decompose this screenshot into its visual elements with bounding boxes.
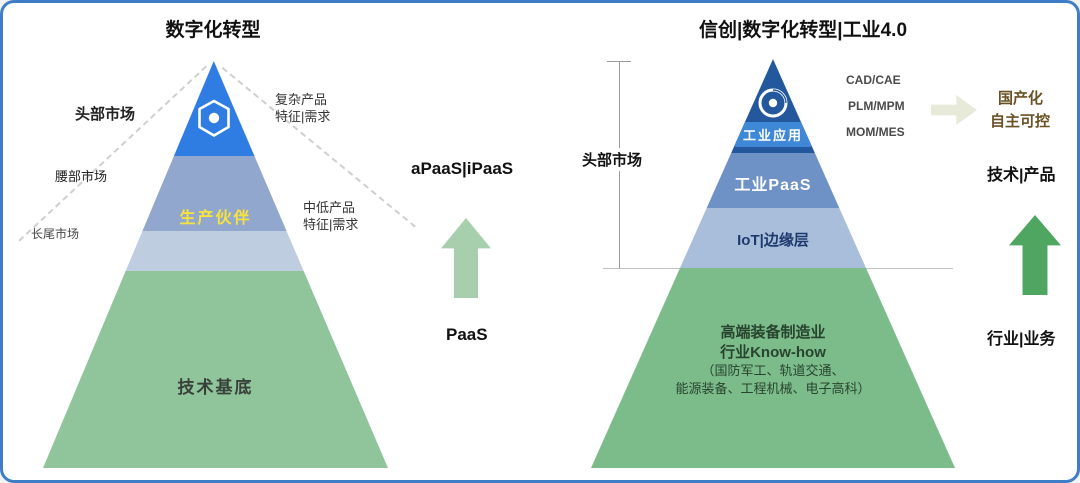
industry-business-label: 行业|业务 (987, 331, 1056, 348)
paas-label: PaaS (446, 325, 488, 344)
complex-product-annotation: 复杂产品 特征|需求 (275, 91, 330, 125)
right-market-head-label: 头部市场 (579, 148, 646, 171)
iot-edge-label: IoT|边缘层 (737, 232, 809, 249)
left-market-longtail-label: 长尾市场 (31, 227, 80, 241)
cad-cae-label: CAD/CAE (846, 73, 901, 87)
midlow-product-line1: 中低产品 (303, 200, 356, 215)
midlow-product-line2: 特征|需求 (303, 217, 359, 232)
industry-base-line2: 行业Know-how (720, 344, 826, 361)
tech-base-label: 技术基底 (177, 378, 254, 397)
industrial-logo-icon (755, 85, 791, 121)
mom-mes-label: MOM/MES (846, 125, 905, 139)
hexagon-logo-icon (192, 96, 236, 140)
localization-line1: 国产化 (998, 90, 1044, 107)
tech-product-label: 技术|产品 (987, 167, 1056, 184)
left-market-waist-label: 腰部市场 (55, 169, 108, 184)
right-arrow-icon (931, 95, 977, 125)
left-market-head-label: 头部市场 (75, 106, 136, 123)
industry-base-line3: （国防军工、轨道交通、 (701, 363, 845, 378)
left-title: 数字化转型 (165, 20, 261, 41)
apaas-ipaas-label: aPaaS|iPaaS (411, 159, 514, 178)
industry-base-line1: 高端装备制造业 (720, 324, 826, 341)
up-arrow-icon (441, 218, 491, 298)
complex-product-line1: 复杂产品 (275, 92, 328, 107)
plm-mpm-label: PLM/MPM (848, 99, 905, 113)
industrial-app-badge: 工业应用 (733, 122, 813, 147)
measure-tick-top (607, 61, 631, 62)
right-pyramid: 工业应用 工业PaaS IoT|边缘层 高端装备制造业 行业Know-how （… (591, 59, 955, 468)
localization-line2: 自主可控 (990, 113, 1051, 130)
industry-base-line4: 能源装备、工程机械、电子高科） (675, 381, 871, 396)
partner-label: 生产伙伴 (179, 210, 252, 227)
midlow-product-annotation: 中低产品 特征|需求 (303, 199, 358, 233)
industrial-paas-label: 工业PaaS (734, 177, 812, 194)
up-arrow-dark-icon (1009, 215, 1061, 295)
left-pyramid-base-layer (43, 271, 388, 468)
right-title: 信创|数字化转型|工业4.0 (698, 20, 908, 41)
left-pyramid-mid-layer (43, 231, 388, 271)
complex-product-line2: 特征|需求 (275, 109, 331, 124)
